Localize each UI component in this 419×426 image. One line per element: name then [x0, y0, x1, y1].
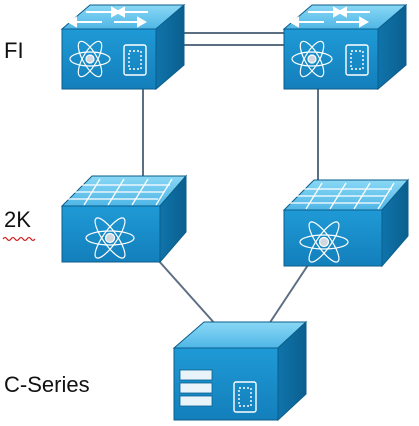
grid-icon: [65, 178, 173, 206]
arrows-icon: [288, 6, 370, 28]
fabric-interconnect-b: [282, 3, 408, 91]
c-series-server: [172, 320, 308, 422]
chip-icon: [123, 44, 147, 76]
fabric-star-icon: [299, 221, 349, 263]
link-fex-b-server: [264, 261, 311, 331]
fabric-extender-a: [60, 174, 188, 264]
chip-icon: [345, 44, 369, 76]
tier-label-c-series: C-Series: [4, 372, 90, 397]
arrows-icon: [66, 6, 148, 28]
fabric-star-icon: [85, 217, 135, 259]
chip-icon: [233, 381, 257, 413]
fabric-star-icon: [291, 40, 333, 78]
fabric-interconnect-a: [60, 3, 186, 91]
fabric-star-icon: [69, 40, 111, 78]
grid-icon: [287, 182, 395, 210]
links: [142, 32, 319, 336]
tier-label-fi: FI: [4, 38, 24, 63]
fabric-extender-b: [282, 178, 410, 268]
tier-label-2k: 2K: [4, 207, 31, 232]
spellcheck-underline: [2, 236, 36, 242]
drive-bays-icon: [179, 369, 213, 407]
